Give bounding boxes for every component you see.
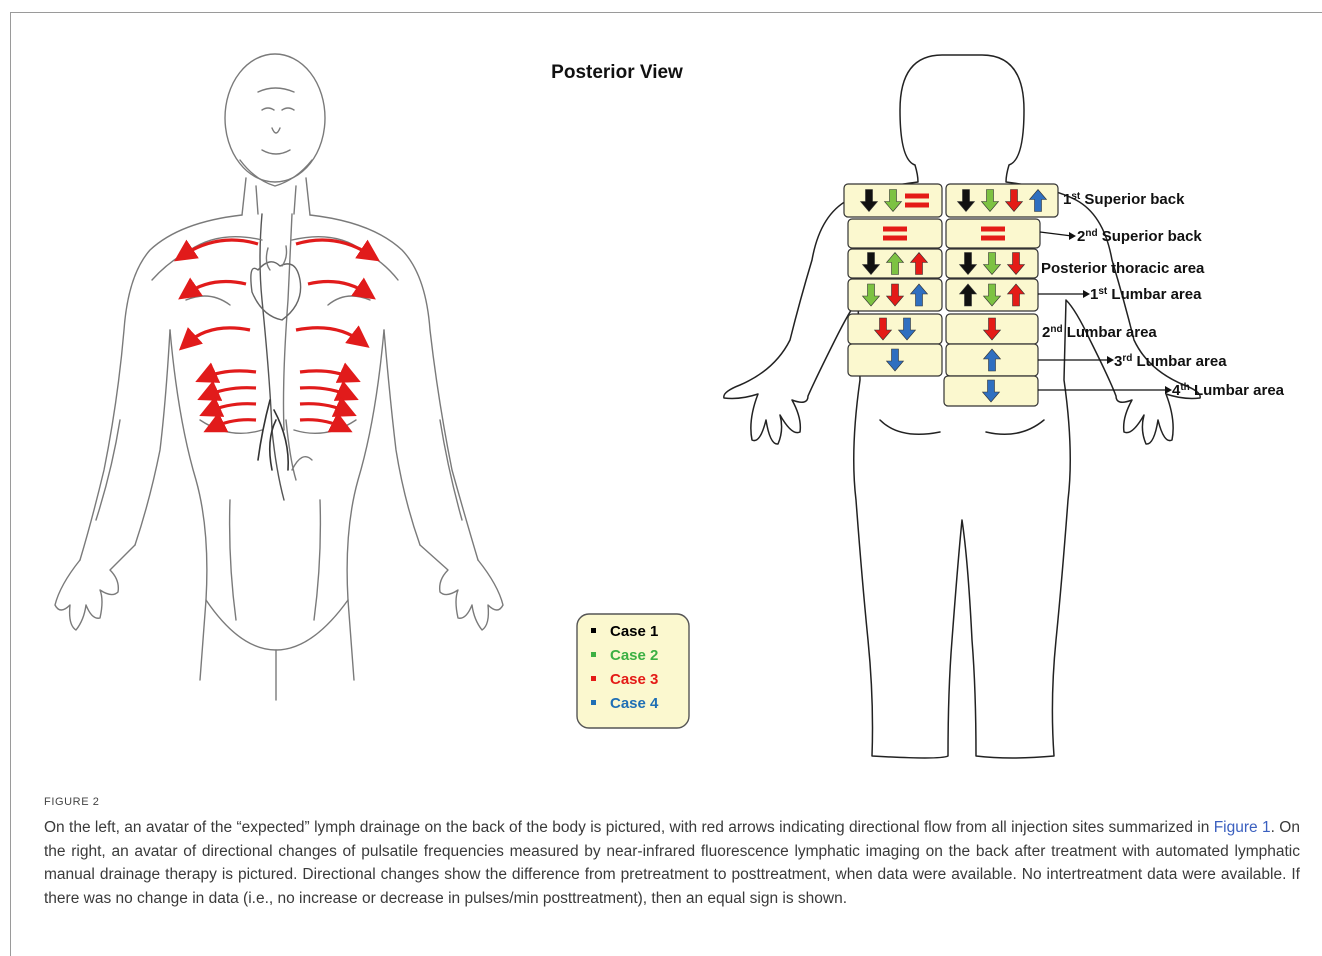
label-number: 1	[1063, 191, 1071, 208]
legend-bullet	[591, 700, 596, 705]
expected-drainage-arrows	[182, 240, 372, 428]
label-number: 2	[1042, 324, 1050, 341]
region-r6: 3rd Lumbar area	[848, 344, 1227, 376]
caption-text: On the left, an avatar of the “expected”…	[44, 816, 1300, 910]
flow-arrow	[296, 328, 362, 342]
legend-bullet	[591, 652, 596, 657]
label-superscript: nd	[1050, 324, 1062, 335]
region-r5: 2nd Lumbar area	[848, 314, 1157, 344]
flow-arrow	[300, 404, 348, 412]
lymph-anatomy-avatar	[55, 54, 503, 700]
flow-arrow	[300, 388, 350, 396]
leader-arrowhead	[1165, 386, 1172, 394]
label-text: Posterior thoracic area	[1041, 260, 1205, 277]
leader-arrowhead	[1069, 232, 1076, 240]
caption-text-before: On the left, an avatar of the “expected”…	[44, 819, 1214, 836]
label-text: Lumbar area	[1063, 324, 1158, 341]
legend-label: Case 1	[610, 623, 658, 640]
label-text: Lumbar area	[1190, 382, 1285, 399]
case-legend: Case 1 Case 2 Case 3 Case 4	[577, 614, 689, 728]
label-superscript: nd	[1085, 228, 1097, 239]
region-box-left	[848, 219, 942, 248]
region-label: Posterior thoracic area	[1041, 260, 1205, 277]
legend-label: Case 2	[610, 647, 658, 664]
legend-label: Case 3	[610, 671, 658, 688]
label-superscript: th	[1180, 382, 1189, 393]
region-box-right	[946, 219, 1040, 248]
flow-arrow	[300, 371, 352, 378]
region-label: 2nd Lumbar area	[1042, 324, 1157, 342]
label-text: Lumbar area	[1132, 353, 1227, 370]
flow-arrow	[186, 328, 250, 344]
region-r1: 1st Superior back	[844, 184, 1185, 217]
region-label: 4th Lumbar area	[1172, 382, 1285, 400]
legend-bullet	[591, 628, 596, 633]
region-label: 1st Superior back	[1063, 191, 1185, 209]
legend-label: Case 4	[610, 695, 659, 712]
region-r4: 1st Lumbar area	[848, 279, 1202, 311]
flow-arrow	[208, 404, 256, 412]
region-box-left	[848, 314, 942, 344]
leader-arrowhead	[1083, 290, 1090, 298]
leader-line	[1040, 232, 1072, 236]
figure-1-link[interactable]: Figure 1	[1214, 819, 1271, 836]
flow-arrow	[186, 282, 246, 294]
label-number: 2	[1077, 228, 1085, 245]
leader-arrowhead	[1107, 356, 1114, 364]
label-text: Superior back	[1098, 228, 1203, 245]
figure-caption: FIGURE 2 On the left, an avatar of the “…	[44, 796, 1300, 910]
region-label: 3rd Lumbar area	[1114, 353, 1227, 371]
flow-arrow	[206, 388, 256, 396]
region-r2: 2nd Superior back	[848, 219, 1202, 248]
flow-arrow	[204, 371, 256, 378]
label-text: Lumbar area	[1107, 286, 1202, 303]
flow-arrow	[296, 240, 372, 256]
label-text: Superior back	[1080, 191, 1185, 208]
legend-bullet	[591, 676, 596, 681]
flow-arrow	[182, 240, 258, 256]
region-r3: Posterior thoracic area	[848, 249, 1205, 278]
region-label: 1st Lumbar area	[1090, 286, 1202, 304]
flow-arrow	[300, 420, 344, 428]
label-number: 3	[1114, 353, 1122, 370]
region-label: 2nd Superior back	[1077, 228, 1202, 246]
flow-arrow	[212, 420, 256, 428]
label-superscript: rd	[1122, 353, 1132, 364]
flow-arrow	[308, 282, 368, 294]
caption-label: FIGURE 2	[44, 796, 1300, 808]
diagram-title: Posterior View	[551, 62, 683, 83]
label-number: 1	[1090, 286, 1098, 303]
